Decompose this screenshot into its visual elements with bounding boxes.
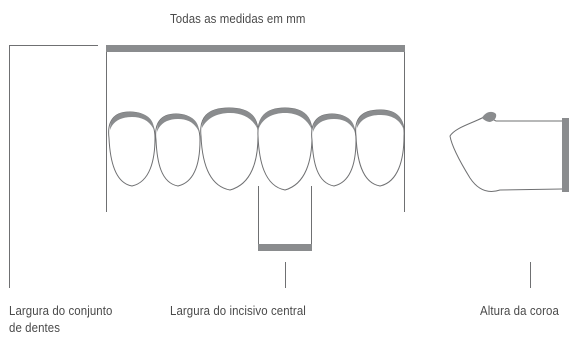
front-teeth-outline	[108, 107, 405, 191]
tooth-canine-left	[311, 113, 357, 187]
crown-height-bar	[562, 118, 569, 192]
set-width-label: Largura do conjunto de dentes	[9, 302, 112, 336]
central-incisor-width-label: Largura do incisivo central	[170, 303, 306, 318]
tooth-profile-outline	[449, 115, 563, 192]
tooth-canine-right	[155, 113, 201, 187]
crown-height-label: Altura da coroa	[480, 303, 559, 318]
tooth-lateral-left	[355, 109, 405, 187]
tooth-central-incisor	[257, 107, 313, 191]
teeth-enamel-shading	[110, 108, 403, 132]
tooth-incisor-right	[200, 107, 259, 191]
set-width-label-line1: Largura do conjunto	[9, 303, 113, 318]
central-width-bar	[258, 244, 312, 251]
diagram-title: Todas as medidas em mm	[170, 11, 306, 26]
tooth-profile-enamel	[482, 111, 497, 122]
set-width-leader	[9, 45, 98, 288]
tooth-lateral-right	[108, 111, 156, 187]
set-width-bar	[106, 45, 405, 52]
set-width-label-line2: de dentes	[9, 320, 61, 335]
